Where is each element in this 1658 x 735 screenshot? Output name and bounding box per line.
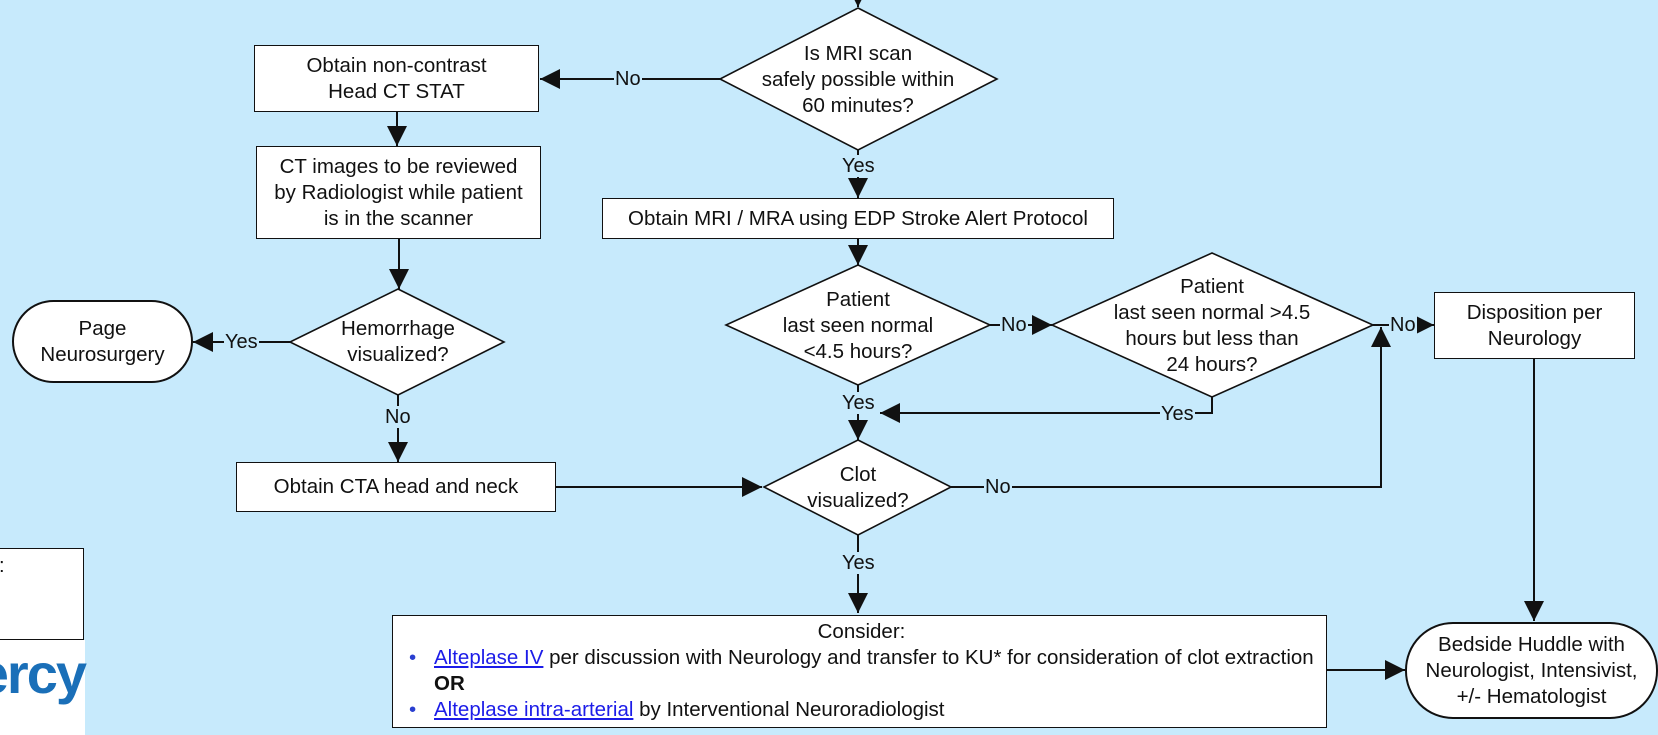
consider-title: Consider:	[817, 620, 906, 643]
box-head-ct: Obtain non-contrast Head CT STAT	[254, 45, 539, 112]
label-hemorrhage-yes: Yes	[224, 331, 259, 353]
consider-list: • Alteplase IV per discussion with Neurol…	[407, 645, 1316, 723]
decision-shapes	[288, 7, 1375, 536]
legend-text: :	[0, 555, 5, 577]
legend-box: :	[0, 548, 84, 640]
label-hemorrhage-no: No	[384, 406, 412, 428]
label-lsn24-yes: Yes	[1160, 403, 1195, 425]
consider-item-alteplase-iv: • Alteplase IV per discussion with Neurol…	[407, 645, 1316, 697]
terminal-bedside-huddle: Bedside Huddle with Neurologist, Intensi…	[1405, 622, 1658, 719]
decision-mri-possible-shape	[718, 7, 999, 151]
box-mri-mra: Obtain MRI / MRA using EDP Stroke Alert …	[602, 198, 1114, 239]
decision-lsn24-shape	[1050, 252, 1375, 398]
consider-item1-or: OR	[434, 672, 465, 695]
decision-hemorrhage: Hemorrhage visualized?	[341, 317, 455, 366]
label-lsn45-yes: Yes	[841, 392, 876, 414]
decision-mri-possible: Is MRI scan safely possible within 60 mi…	[761, 42, 955, 117]
consider-item2-text: by Interventional Neuroradiologist	[633, 698, 945, 721]
edge-lsn24-yes-merge	[880, 397, 1213, 423]
decision-last-seen-under-4-5: Patient last seen normal <4.5 hours?	[782, 288, 934, 363]
label-clot-yes: Yes	[841, 552, 876, 574]
edge-clot-no-junction	[951, 327, 1391, 488]
bullet-icon: •	[409, 698, 417, 721]
alteplase-intra-arterial-link[interactable]: Alteplase intra-arterial	[434, 698, 634, 721]
alteplase-iv-link[interactable]: Alteplase IV	[434, 646, 544, 669]
decision-clot-shape	[762, 439, 953, 536]
box-disposition: Disposition per Neurology	[1434, 292, 1635, 359]
box-cta: Obtain CTA head and neck	[236, 462, 556, 512]
label-mri-yes: Yes	[841, 155, 876, 177]
decision-clot: Clot visualized?	[807, 463, 909, 512]
bullet-icon: •	[409, 646, 417, 669]
box-consider: Consider: • Alteplase IV per discussion w…	[392, 615, 1327, 728]
logo-panel: ercy	[0, 640, 87, 735]
label-mri-no: No	[614, 68, 642, 90]
label-lsn24-no: No	[1389, 314, 1417, 336]
mercy-logo: ercy	[0, 642, 87, 705]
terminal-page-neurosurgery: Page Neurosurgery	[12, 300, 193, 383]
decision-hemorrhage-shape	[288, 288, 506, 396]
decision-lsn45-shape	[724, 264, 992, 386]
consider-item1-text: per discussion with Neurology and transf…	[543, 646, 1314, 669]
decision-last-seen-4-5-to-24: Patient last seen normal >4.5 hours but …	[1113, 275, 1311, 376]
label-lsn45-no: No	[1000, 314, 1028, 336]
box-ct-review: CT images to be reviewed by Radiologist …	[256, 146, 541, 239]
label-clot-no: No	[984, 476, 1012, 498]
consider-item-alteplase-ia: • Alteplase intra-arterial by Interventio…	[407, 697, 1316, 723]
